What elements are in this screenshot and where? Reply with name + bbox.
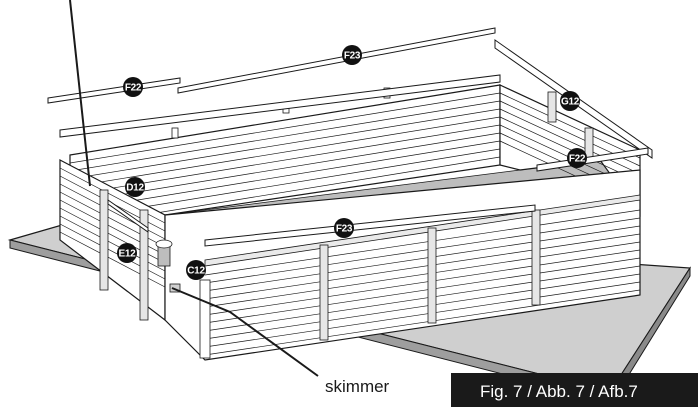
svg-text:G12: G12: [561, 97, 580, 108]
skimmer-unit: [155, 239, 181, 293]
part-label: D12: [125, 177, 145, 197]
part-label: G12: [560, 91, 580, 111]
part-label: F23: [342, 45, 362, 65]
part-label: E12: [117, 243, 137, 263]
part-label: F22: [123, 77, 143, 97]
svg-text:C12: C12: [187, 266, 205, 277]
svg-text:E12: E12: [119, 249, 137, 260]
skimmer-callout: skimmer: [325, 377, 390, 396]
part-label: C12: [186, 260, 206, 280]
svg-text:F23: F23: [344, 51, 361, 62]
part-label: F23: [334, 218, 354, 238]
leader-lines: [69, 0, 319, 377]
figure-caption: Fig. 7 / Abb. 7 / Afb.7: [451, 373, 698, 407]
part-label: F22: [567, 148, 587, 168]
svg-text:F22: F22: [569, 154, 586, 165]
figure-caption-text: Fig. 7 / Abb. 7 / Afb.7: [480, 382, 638, 401]
svg-text:D12: D12: [126, 183, 144, 194]
front-wall: [164, 169, 641, 361]
svg-text:F23: F23: [336, 224, 353, 235]
svg-text:F22: F22: [125, 83, 142, 94]
